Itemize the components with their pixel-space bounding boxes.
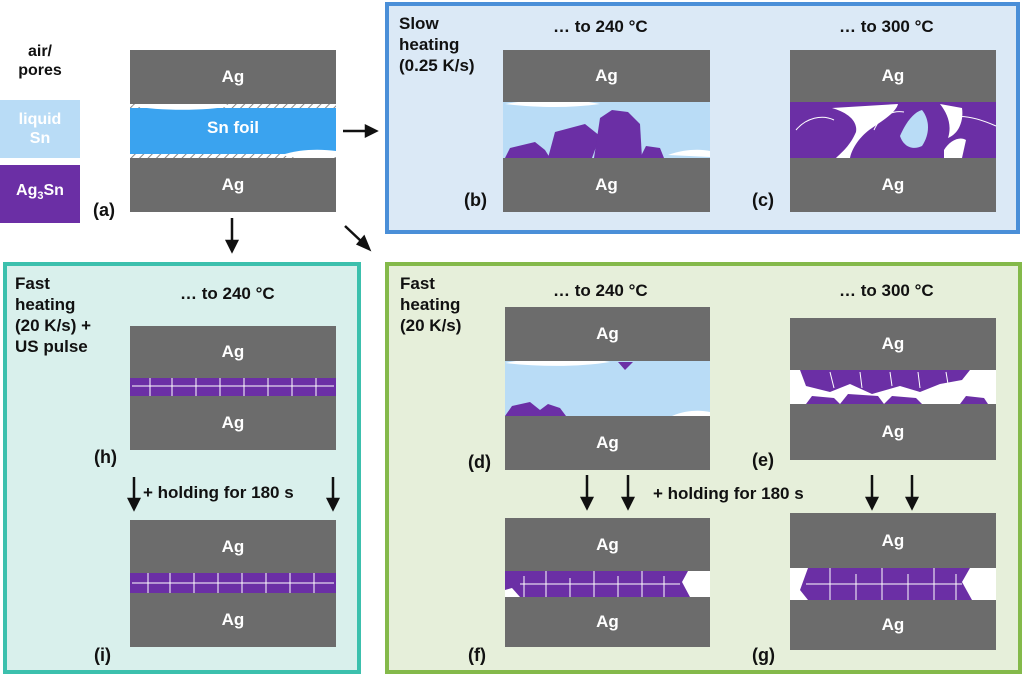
panel-e-interlayer [790,370,996,404]
ag-bottom-i: Ag [130,593,336,647]
panel-i-interlayer [130,573,336,593]
fast-box-title: Fast heating (20 K/s) [400,274,462,335]
panel-c-interlayer [790,102,997,158]
fast-us-box-heading-240: … to 240 °C [180,284,275,303]
ag-bottom-c: Ag [790,158,996,212]
panel-label-h: (h) [94,447,117,467]
panel-d-interlayer [505,357,710,416]
process-arrows [126,123,920,512]
arrow-down-icon [126,497,142,512]
arrow-diagonal-icon [355,234,372,252]
fast-us-box-title: Fast heating (20 K/s) + US pulse [15,274,92,356]
ag-bottom-a: Ag [130,158,336,212]
ag-bottom-b: Ag [503,158,710,212]
panel-label-i: (i) [94,645,111,665]
panel-label-g: (g) [752,645,775,665]
sn-foil-label: Sn foil [207,118,259,137]
slow-box-heading-240: … to 240 °C [553,17,648,36]
ag-top-c: Ag [790,50,996,102]
legend-ag3sn: Ag3Sn [0,165,80,223]
ag-top-h: Ag [130,326,336,378]
legend-air-pores-label: air/ pores [18,43,62,79]
ag-top-d: Ag [505,307,710,361]
arrow-down-icon [325,497,341,512]
ag-bottom-h: Ag [130,396,336,450]
fast-holding-label: + holding for 180 s [653,484,804,503]
fast-box-heading-240: … to 240 °C [553,281,648,300]
ag-top-i: Ag [130,520,336,573]
pore-icon [282,149,336,159]
arrow-right-icon [364,123,379,139]
ag-top-a: Ag [130,50,336,104]
panel-b-interlayer [503,99,710,158]
legend-liquid-sn: liquid Sn [0,100,80,158]
panel-label-c: (c) [752,190,774,210]
arrow-down-icon [579,496,595,511]
panel-f-interlayer [505,571,710,597]
fast-us-holding-label: + holding for 180 s [143,483,294,502]
panel-h-interlayer [130,378,336,396]
ag-top-g: Ag [790,513,996,568]
ag-bottom-g: Ag [790,600,996,650]
slow-box-heading-300: … to 300 °C [839,17,934,36]
panel-label-e: (e) [752,450,774,470]
panel-g-interlayer [790,568,996,600]
ag-top-e: Ag [790,318,996,370]
legend-air-pores: air/ pores [0,32,80,90]
fast-box-heading-300: … to 300 °C [839,281,934,300]
panel-label-b: (b) [464,190,487,210]
ag-top-b: Ag [503,50,710,102]
panel-a-interlayer [130,100,336,159]
ag-top-f: Ag [505,518,710,571]
ag-bottom-d: Ag [505,416,710,470]
panel-label-f: (f) [468,645,486,665]
panel-label-a: (a) [93,200,115,220]
ag-bottom-e: Ag [790,404,996,460]
ag-bottom-f: Ag [505,597,710,647]
arrow-down-icon [620,496,636,511]
panel-label-d: (d) [468,452,491,472]
slow-box-title: Slow heating (0.25 K/s) [399,14,475,75]
arrow-down-icon [224,239,240,254]
arrow-down-icon [904,496,920,511]
arrow-down-icon [864,496,880,511]
legend-ag3sn-label: Ag3Sn [16,182,64,203]
legend-liquid-sn-label: liquid Sn [18,111,62,147]
